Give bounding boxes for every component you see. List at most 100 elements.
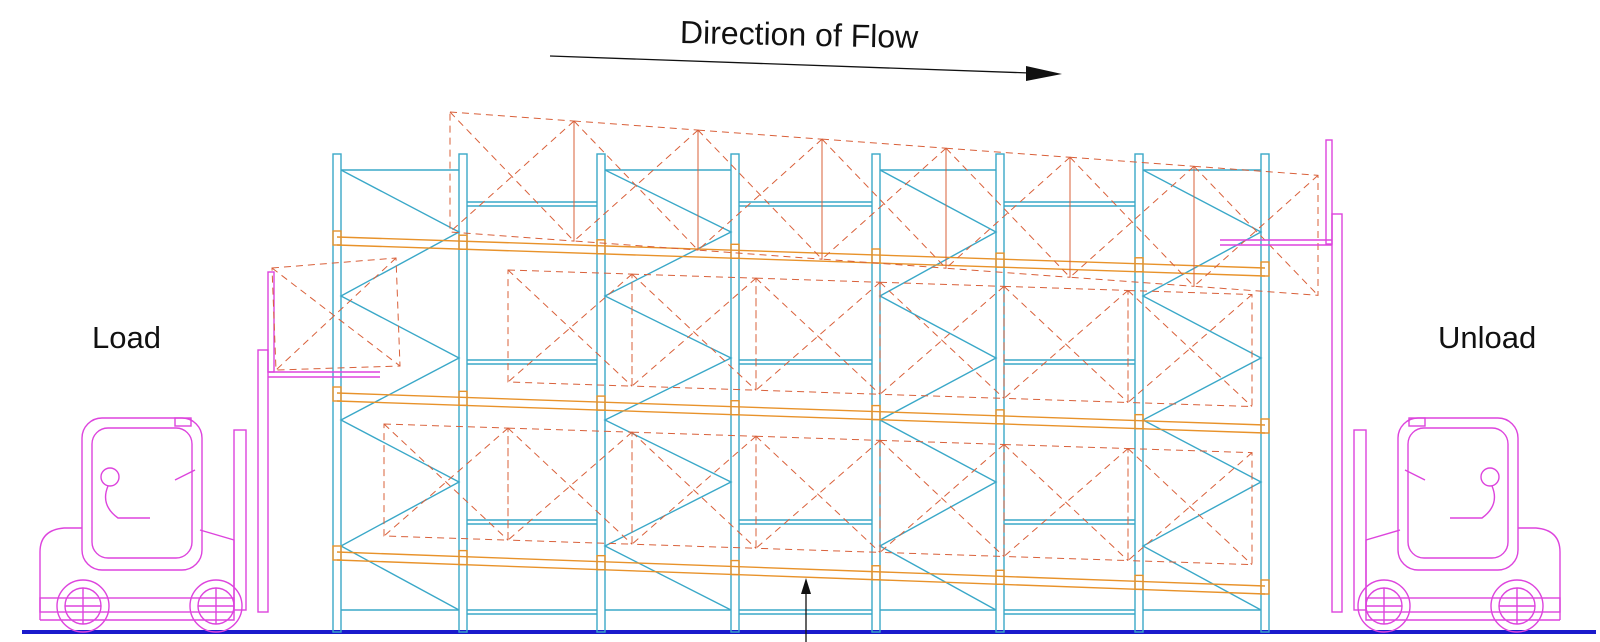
rail-bracket: [596, 395, 606, 411]
rack-upright: [1260, 153, 1270, 633]
load-label: Load: [92, 320, 161, 355]
pallet-cross: [879, 444, 1005, 553]
rail-bracket: [730, 559, 740, 576]
pallet-cross: [1069, 156, 1195, 287]
pallet: [1193, 165, 1319, 296]
pallet-cross: [697, 138, 823, 251]
pallet-cross: [1069, 165, 1195, 278]
rail-bracket: [332, 545, 342, 561]
roller-rail: [336, 392, 1266, 426]
rail-bracket: [995, 252, 1005, 268]
rack-bracing: [878, 169, 998, 611]
left-forklift-icon: [39, 271, 380, 633]
pallet-cross: [1003, 448, 1129, 557]
pallet-cross: [573, 129, 699, 242]
pallet-cross: [1127, 290, 1253, 407]
pallet-cross: [945, 156, 1071, 269]
pallet: [1003, 443, 1129, 562]
pallet: [631, 273, 757, 391]
rack-frame: [332, 153, 1270, 633]
rail-bracket: [1134, 574, 1144, 591]
rack-upright: [458, 153, 468, 633]
pallet: [1127, 289, 1253, 408]
right-forklift-icon: [1220, 139, 1561, 633]
pallet-cross: [1003, 286, 1129, 403]
rail-bracket: [458, 549, 468, 566]
pallet: [755, 277, 881, 395]
rail-bracket: [871, 565, 881, 581]
pallet-cross: [755, 435, 881, 553]
pallet-cross: [821, 147, 947, 260]
rack-upright: [730, 153, 740, 633]
rail-bracket: [1134, 257, 1144, 273]
rack-bracing: [603, 169, 733, 611]
rail-bracket: [596, 554, 606, 571]
pallet-cross: [507, 431, 633, 541]
pallet: [945, 147, 1071, 278]
roller-rail: [336, 236, 1266, 269]
rail-bracket: [871, 404, 881, 421]
rail-bracket: [458, 234, 468, 250]
pallet: [879, 281, 1005, 399]
pallet-cross: [755, 281, 881, 391]
pallet: [1127, 448, 1253, 566]
pallet: [879, 439, 1005, 557]
pallet: [573, 120, 699, 251]
unload-label: Unload: [1438, 320, 1537, 355]
pallet: [383, 423, 509, 541]
rail-bracket: [871, 248, 881, 264]
pallet-cross: [631, 273, 757, 391]
pallet-cross: [507, 427, 633, 545]
rail-bracket: [1260, 261, 1270, 277]
pallet-cross: [1003, 444, 1129, 561]
rail-bracket: [332, 386, 342, 402]
pallet-cross: [879, 281, 1005, 399]
rail-bracket: [995, 409, 1005, 425]
rack-upright: [995, 153, 1005, 633]
pallet-cross: [697, 129, 823, 260]
rack-upright: [596, 153, 606, 633]
rail-bracket: [596, 239, 606, 255]
pallet-cross: [449, 120, 575, 233]
pallet: [697, 129, 823, 260]
pallet: [1069, 156, 1195, 287]
rack-upright: [1134, 153, 1144, 633]
pallet-cross: [631, 277, 757, 387]
rack-bracing: [1141, 169, 1263, 611]
rail-bracket: [730, 400, 740, 416]
direction-of-flow-title: Direction of Flow: [679, 14, 919, 55]
roller-rail: [336, 559, 1266, 595]
pallet: [449, 111, 575, 242]
roller-rail: [336, 244, 1266, 277]
pallet-cross: [449, 111, 575, 242]
pallet-cross: [573, 120, 699, 251]
pallet-cross: [945, 147, 1071, 278]
pallet-cross: [383, 423, 509, 541]
rail-bracket: [1260, 579, 1270, 595]
rail-bracket: [458, 390, 468, 407]
flow-arrow-icon: [549, 55, 1062, 81]
pallet-cross: [383, 427, 509, 537]
roller-rails: [332, 230, 1270, 595]
pallet-cross: [821, 138, 947, 269]
roller-rail: [336, 400, 1266, 434]
pallet: [755, 435, 881, 553]
pallet: [821, 138, 947, 269]
pallet-cross: [1127, 294, 1253, 403]
rack-bracing: [339, 169, 461, 611]
pallet: [507, 269, 633, 387]
pointer-arrow-icon: [801, 578, 811, 642]
left-fork-pallet: [271, 257, 401, 371]
rail-bracket: [332, 230, 342, 246]
pallet-cross: [1127, 452, 1253, 561]
pallet-cross: [755, 277, 881, 395]
pallet: [507, 427, 633, 545]
pallet-cross: [507, 269, 633, 387]
rail-bracket: [730, 243, 740, 259]
pallet-cross: [879, 285, 1005, 395]
pallet: [631, 431, 757, 549]
rail-bracket: [995, 569, 1005, 585]
pallet-cross: [879, 440, 1005, 557]
pallet-cross: [1127, 448, 1253, 566]
